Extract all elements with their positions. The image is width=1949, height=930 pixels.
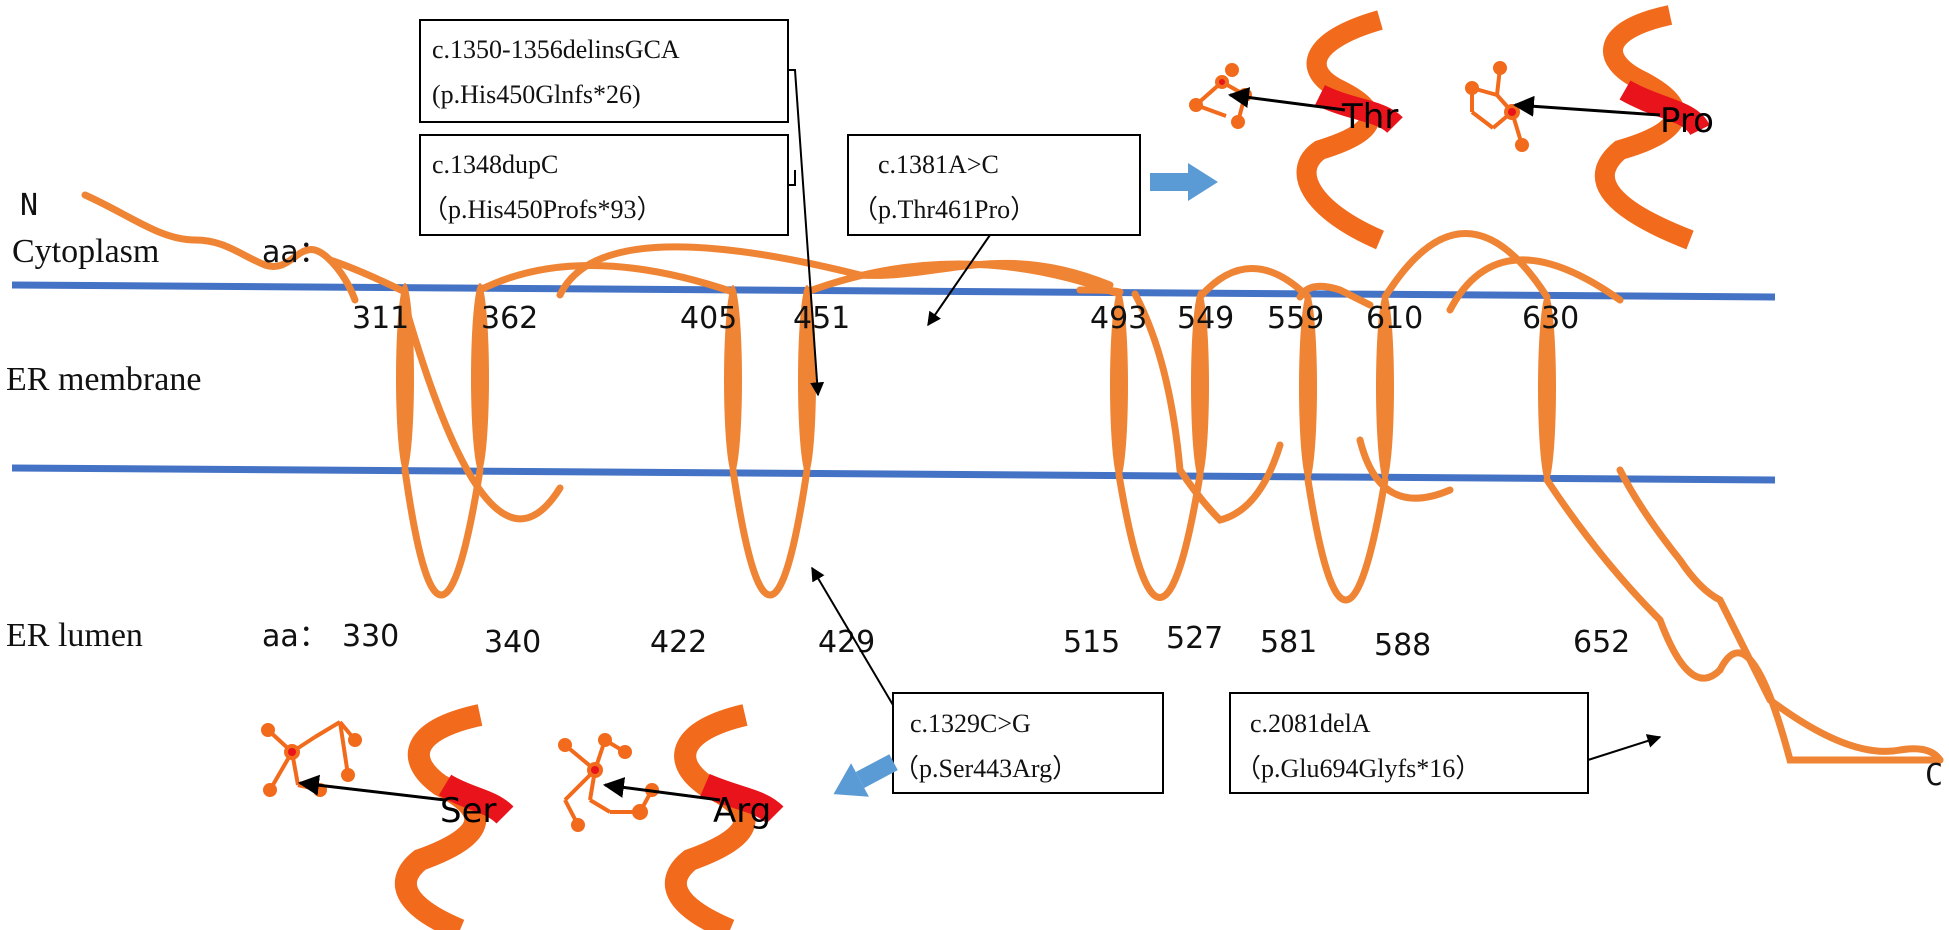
arrow-ser <box>297 774 446 802</box>
structure-bottom-mutant: Arg <box>558 704 784 930</box>
svg-text:c.1350-1356delinsGCA: c.1350-1356delinsGCA <box>432 35 680 64</box>
pointer-box2 <box>788 170 796 186</box>
residues-bottom: 330 340 422 429 515 527 581 588 652 <box>342 619 1630 663</box>
tm-segment-5 <box>1110 290 1128 480</box>
n-terminus-label: N <box>20 188 38 223</box>
pointer-box5 <box>1587 734 1662 761</box>
membrane-top-line <box>11 281 1776 301</box>
residue-arg-label: Arg <box>713 791 771 831</box>
tm-segment-4 <box>798 285 816 475</box>
tm-segment-1 <box>396 283 414 473</box>
helix-icon-bottom-wild <box>394 704 514 930</box>
structure-top-mutant: Pro <box>1465 5 1714 250</box>
helix-icon-top-mutant <box>1594 5 1710 250</box>
mutation-box-5: c.2081delA （p.Glu694Glyfs*16） <box>1229 692 1589 794</box>
pointer-arrows <box>788 69 1662 761</box>
molecule-icon-bottom-mutant <box>558 733 659 832</box>
structure-bottom-wild: Ser <box>261 704 514 930</box>
cytoplasm-label: Cytoplasm <box>12 233 159 270</box>
residue-bottom-422: 422 <box>650 625 707 660</box>
pointer-box3 <box>927 234 991 327</box>
svg-text:c.1329C>G: c.1329C>G <box>910 709 1031 738</box>
pointer-box4 <box>811 566 894 706</box>
helix-icon-bottom-mutant <box>664 704 784 930</box>
mutation-box-4: c.1329C>G （p.Ser443Arg） <box>892 692 1164 794</box>
aa-prefix-top: aa： <box>262 235 329 270</box>
membrane-label: ER membrane <box>6 361 201 398</box>
helix-icon-top-wild <box>1296 10 1403 250</box>
blue-arrow-top <box>1150 163 1218 201</box>
tm-segment-3 <box>724 285 742 475</box>
mutation-box-3: c.1381A>C （p.Thr461Pro） <box>847 134 1141 236</box>
residue-top-549: 549 <box>1177 301 1234 336</box>
arrow-pro <box>1512 95 1661 117</box>
svg-text:(p.His450Glnfs*26): (p.His450Glnfs*26) <box>432 80 641 109</box>
tm-segment-6 <box>1191 290 1209 480</box>
tm-segment-7 <box>1299 292 1317 482</box>
residues-top: 311 362 405 451 493 549 559 610 630 <box>352 301 1579 336</box>
residue-bottom-527: 527 <box>1166 621 1223 656</box>
residue-top-362: 362 <box>481 301 538 336</box>
molecule-icon-bottom-wild <box>261 720 362 797</box>
residue-bottom-515: 515 <box>1063 625 1120 660</box>
svg-text:（p.Thr461Pro）: （p.Thr461Pro） <box>852 195 1036 224</box>
structure-top-wild: Thr <box>1189 10 1403 250</box>
residue-top-630: 630 <box>1522 301 1579 336</box>
aa-prefix-bottom: aa： <box>262 619 329 654</box>
tm-segment-2 <box>471 283 489 473</box>
protein-loops <box>326 230 1944 764</box>
residue-top-493: 493 <box>1090 301 1147 336</box>
residue-bottom-429: 429 <box>818 625 875 660</box>
tm-segment-8 <box>1376 292 1394 482</box>
residue-bottom-588: 588 <box>1374 628 1431 663</box>
residue-bottom-340: 340 <box>484 625 541 660</box>
svg-text:（p.Ser443Arg）: （p.Ser443Arg） <box>893 754 1078 783</box>
residue-top-311: 311 <box>352 301 409 336</box>
blue-arrow-bottom <box>833 754 898 797</box>
residue-bottom-330: 330 <box>342 619 399 654</box>
residue-pro-label: Pro <box>1660 101 1714 141</box>
svg-text:（p.Glu694Glyfs*16）: （p.Glu694Glyfs*16） <box>1235 754 1481 783</box>
residue-bottom-652: 652 <box>1573 625 1630 660</box>
membrane-bottom-line <box>11 464 1776 484</box>
pointer-box1 <box>788 69 825 397</box>
arrow-arg <box>602 777 721 802</box>
svg-text:c.1348dupC: c.1348dupC <box>432 150 558 179</box>
mutation-box-1: c.1350-1356delinsGCA (p.His450Glnfs*26) <box>419 19 789 123</box>
arrow-thr <box>1227 87 1346 112</box>
svg-text:（p.His450Profs*93）: （p.His450Profs*93） <box>422 195 663 224</box>
residue-top-405: 405 <box>680 301 737 336</box>
tm-segment-9 <box>1538 293 1556 483</box>
lumen-label: ER lumen <box>6 617 143 654</box>
residue-top-610: 610 <box>1366 301 1423 336</box>
residue-bottom-581: 581 <box>1260 625 1317 660</box>
tm-segments <box>396 283 1556 483</box>
svg-text:c.2081delA: c.2081delA <box>1250 709 1371 738</box>
mutation-box-2: c.1348dupC （p.His450Profs*93） <box>419 134 789 236</box>
residue-top-559: 559 <box>1267 301 1324 336</box>
residue-thr-label: Thr <box>1341 97 1398 137</box>
residue-ser-label: Ser <box>440 791 497 831</box>
c-terminus-label: C <box>1925 758 1943 793</box>
svg-text:c.1381A>C: c.1381A>C <box>878 150 999 179</box>
residue-top-451: 451 <box>793 301 850 336</box>
